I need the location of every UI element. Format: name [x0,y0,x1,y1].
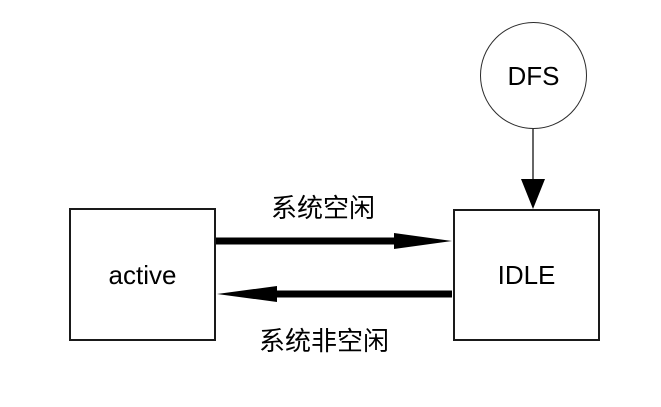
node-active-label: active [108,259,177,290]
arrow-idle-to-active-head [217,286,277,302]
arrow-dfs-to-idle-head [521,179,545,209]
node-dfs-label: DFS [507,60,560,91]
edge-label-system-not-idle: 系统非空闲 [258,326,390,356]
node-idle-label: IDLE [497,260,556,290]
arrow-idle-to-active [217,286,452,302]
arrow-active-to-idle [216,233,452,249]
node-dfs: DFS [480,22,587,129]
node-idle: IDLE [453,209,600,341]
edge-label-system-idle: 系统空闲 [270,193,376,223]
arrow-active-to-idle-head [394,233,452,249]
arrow-dfs-to-idle [521,129,545,209]
node-active: active [69,208,216,341]
